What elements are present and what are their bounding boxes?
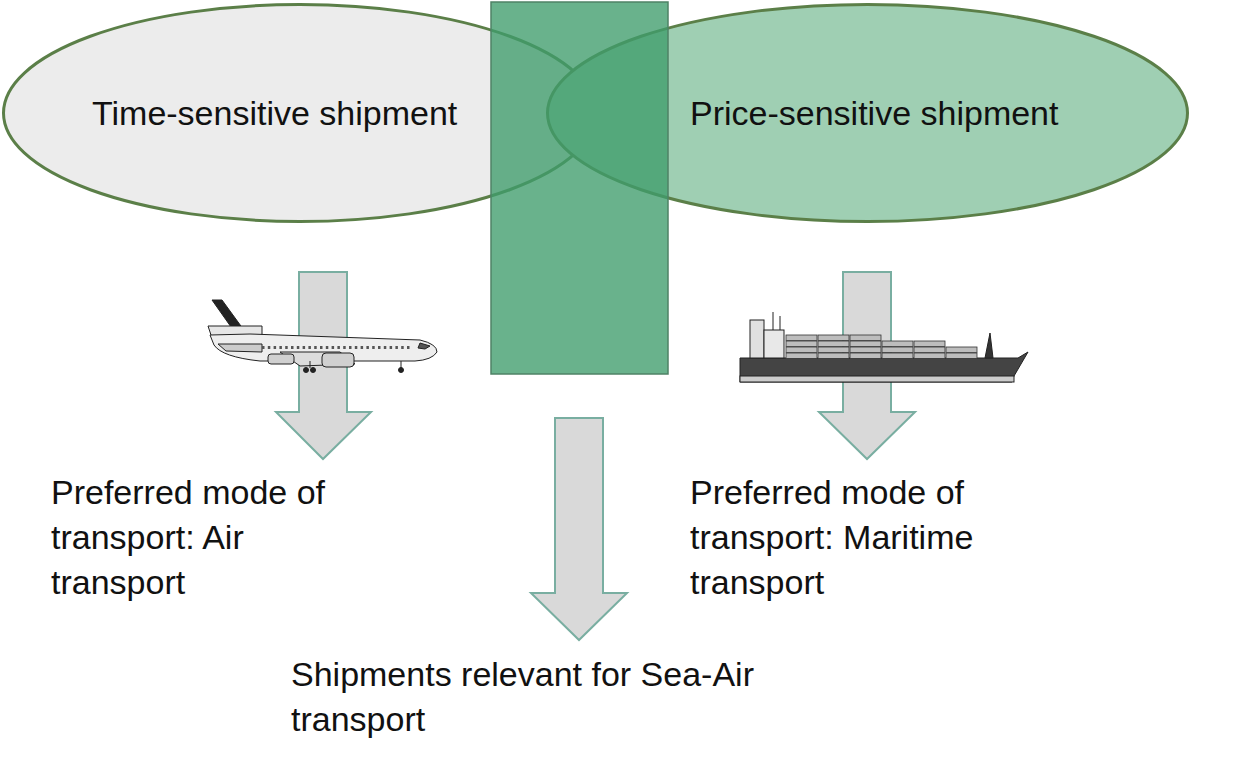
region-label: Time-sensitive shipment	[92, 91, 457, 136]
ellipse-shape	[548, 5, 1188, 222]
block-arrow	[531, 418, 627, 640]
airplane-icon	[208, 300, 437, 373]
ellipse-shape	[4, 5, 597, 222]
ellipse-region: Price-sensitive shipment	[546, 3, 1189, 223]
ellipse-region: Time-sensitive shipment	[2, 3, 598, 223]
sea-air-band	[491, 2, 668, 374]
caption-text: Shipments relevant for Sea-Air transport	[291, 652, 831, 742]
caption-text: Preferred mode of transport: Maritime tr…	[690, 470, 1030, 605]
container-ship-icon	[740, 312, 1028, 382]
caption-text: Preferred mode of transport: Air transpo…	[51, 470, 381, 605]
block-arrow	[276, 272, 371, 459]
region-label: Price-sensitive shipment	[690, 91, 1058, 136]
